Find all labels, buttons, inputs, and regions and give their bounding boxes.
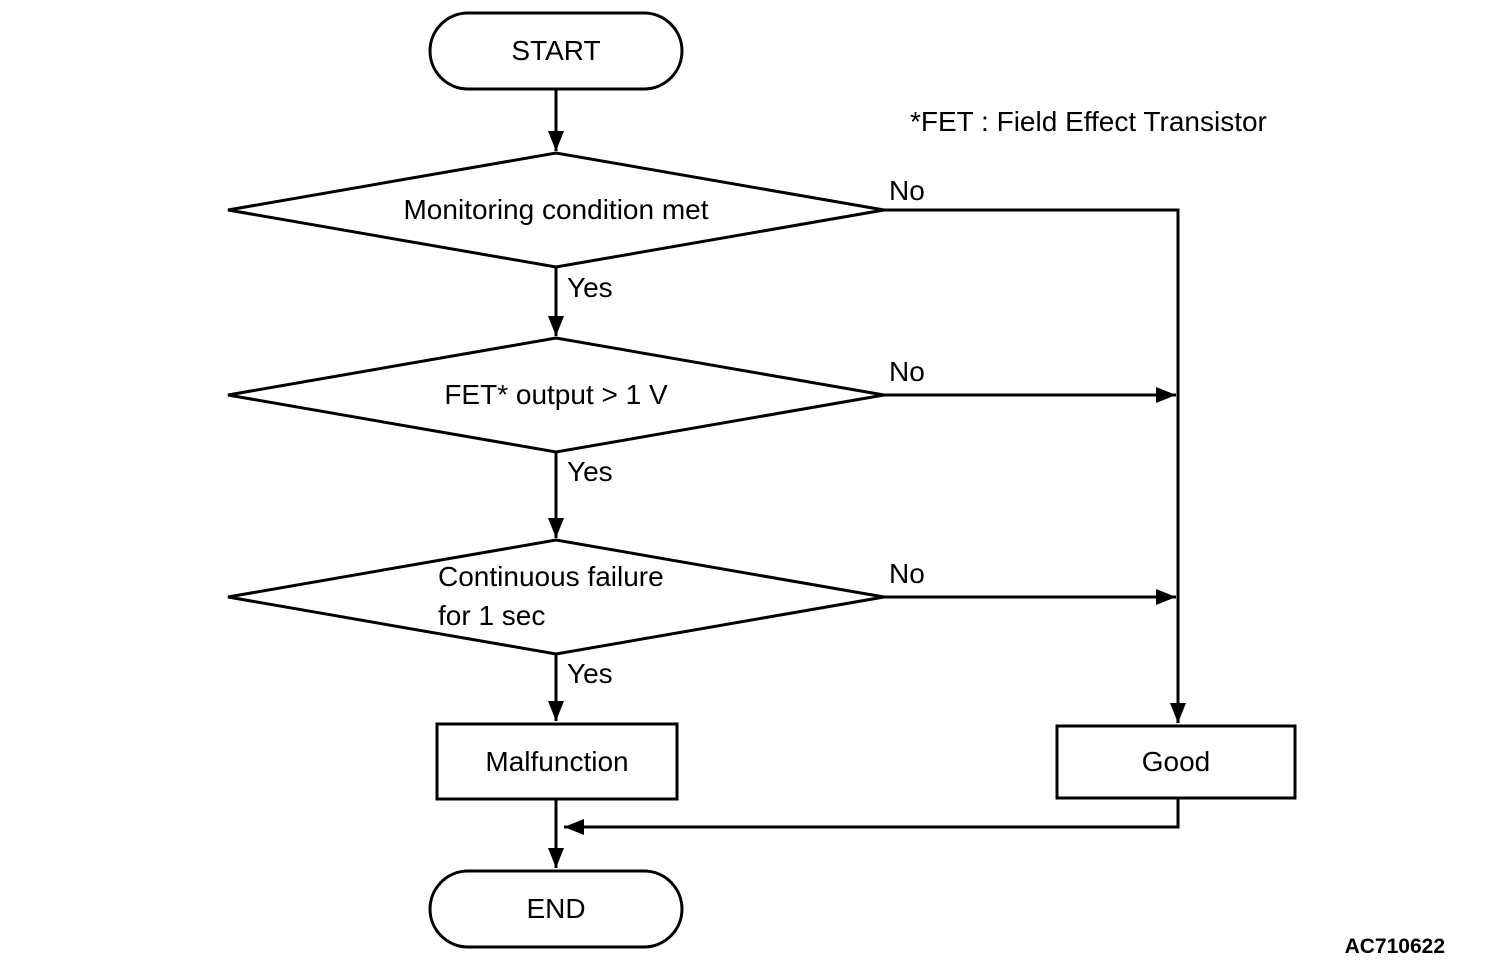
good-node-label: Good <box>1141 746 1211 777</box>
decision1-yes-label: Yes <box>567 272 613 303</box>
end-node-label: END <box>526 893 586 924</box>
decision3-label-line2: for 1 sec <box>438 600 546 631</box>
malfunction-node-label: Malfunction <box>485 745 629 777</box>
end-node-shape <box>428 869 684 949</box>
decision3-label: Continuous failure for 1 sec <box>438 557 664 635</box>
decision3-label-line1: Continuous failure <box>438 561 664 592</box>
decision2-yes-label: Yes <box>567 456 613 487</box>
decision1-label: Monitoring condition met <box>403 194 709 225</box>
good-node-shape <box>1055 724 1297 800</box>
start-node-label: START <box>511 35 601 66</box>
decision2-no-label: No <box>889 356 925 387</box>
decision1-no-label: No <box>889 175 925 206</box>
edge-decision1-no <box>884 208 1186 723</box>
decision2-label: FET* output > 1 V <box>444 379 668 410</box>
figure-code: AC710622 <box>1344 935 1445 958</box>
decision3-yes-label: Yes <box>567 658 613 689</box>
fet-footnote: *FET : Field Effect Transistor <box>910 106 1267 137</box>
decision3-no-label: No <box>889 558 925 589</box>
edge-good-to-end <box>564 798 1180 835</box>
malfunction-node-shape <box>435 722 679 801</box>
